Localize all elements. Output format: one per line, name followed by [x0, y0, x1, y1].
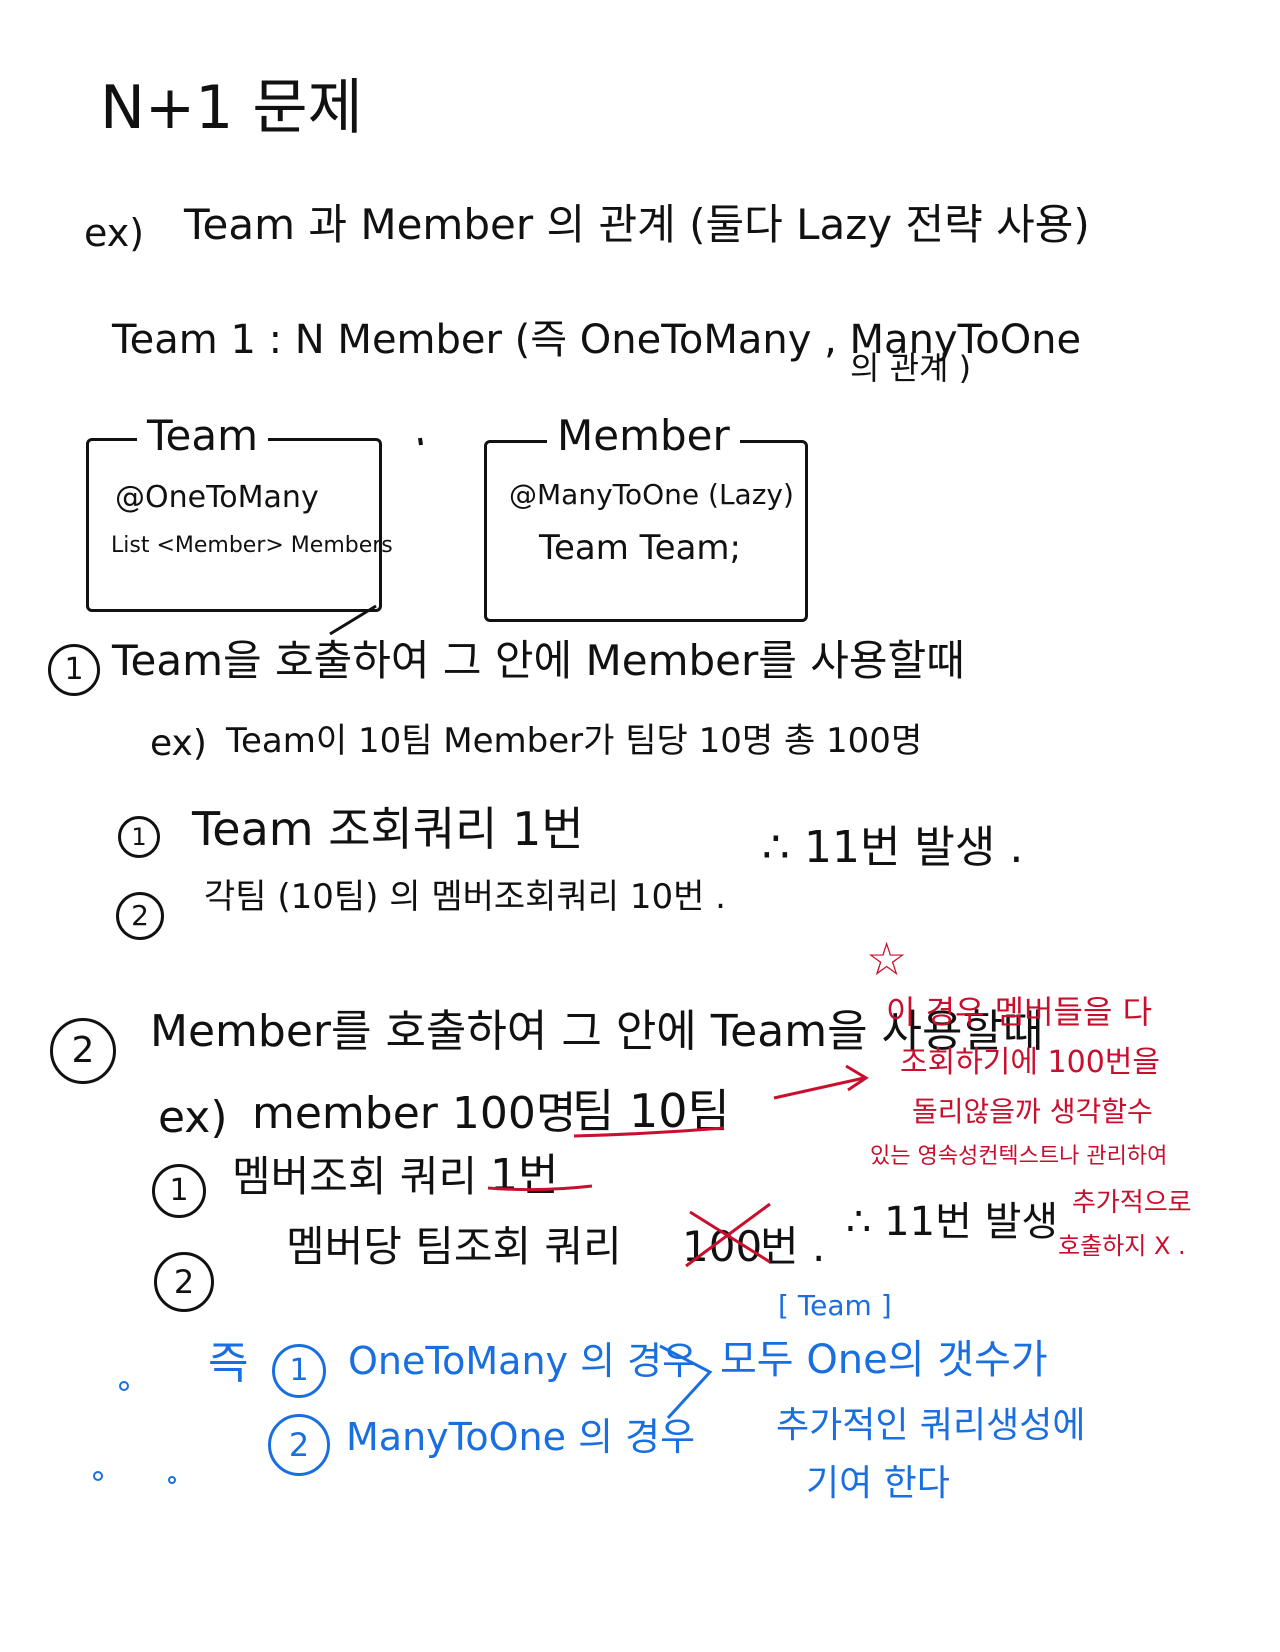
- summary-item2: ManyToOne 의 경우: [346, 1415, 696, 1459]
- case2-step1-number: 1: [152, 1164, 206, 1218]
- summary-line-2: 추가적인 쿼리생성에: [776, 1405, 1086, 1446]
- case2-heading: Member를 호출하여 그 안에 Team을 사용할때: [150, 1006, 1044, 1057]
- member-entity-box: Member @ManyToOne (Lazy) Team Team;: [484, 415, 808, 622]
- page-title: N+1 문제: [100, 73, 363, 143]
- case2-step1-count: 1번: [490, 1150, 559, 1201]
- case2-ex-text: member 100명: [252, 1088, 577, 1139]
- case2-step2-struck: 100: [682, 1222, 763, 1271]
- red-note-line-1: 이 경우 멤버들을 다: [886, 993, 1153, 1031]
- case1-step1-number: 1: [118, 816, 160, 858]
- case2-step2: 멤버당 팀조회 쿼리: [286, 1222, 622, 1271]
- member-box-title: Member: [547, 415, 740, 457]
- red-note-line-4: 있는 영속성컨텍스트나 관리하여: [870, 1144, 1168, 1169]
- summary-item2-number: 2: [268, 1414, 330, 1476]
- case2-step1: 멤버조회 쿼리: [232, 1152, 478, 1201]
- case2-team-count: 팀 10팀: [572, 1084, 730, 1138]
- case2-result: ∴ 11번 발생: [846, 1199, 1059, 1245]
- ex-relation-text: Team 과 Member 의 관계 (둘다 Lazy 전략 사용): [184, 200, 1090, 249]
- member-box-annotation: @ManyToOne (Lazy): [509, 478, 794, 511]
- team-entity-box: Team @OneToMany List <Member> Members: [86, 415, 393, 612]
- case1-step1: Team 조회쿼리 1번: [192, 802, 584, 856]
- red-note-line-3: 돌리않을까 생각할수: [912, 1095, 1153, 1128]
- case1-ex-text: Team이 10팀 Member가 팀당 10명 총 100명: [226, 721, 923, 761]
- blue-dot: [168, 1476, 176, 1484]
- team-box-field: List <Member> Members: [111, 533, 393, 558]
- blue-dot: [119, 1381, 129, 1391]
- red-note-line-2: 조회하기에 100번을: [900, 1045, 1160, 1080]
- case1-step2-number: 2: [116, 892, 164, 940]
- case1-step2: 각팀 (10팀) 의 멤버조회쿼리 10번 .: [204, 877, 726, 917]
- relation-line-cont: 의 관계 ): [850, 349, 972, 387]
- ex-prefix: ex): [84, 211, 145, 255]
- case2-ex-prefix: ex): [158, 1092, 228, 1143]
- team-box-annotation: @OneToMany: [115, 480, 319, 515]
- summary-item1: OneToMany 의 경우: [348, 1339, 698, 1383]
- summary-line-3: 기여 한다: [806, 1463, 950, 1504]
- red-arrow: [773, 1076, 865, 1100]
- case2-step2-number: 2: [154, 1252, 214, 1312]
- case1-result: ∴ 11번 발생 .: [762, 822, 1024, 873]
- summary-line-1: 모두 One의 갯수가: [720, 1337, 1048, 1383]
- star-icon: ☆: [866, 932, 908, 986]
- team-box-title: Team: [137, 415, 269, 457]
- red-note-line-6: 호출하지 X .: [1058, 1232, 1186, 1260]
- red-note-line-5: 추가적으로: [1072, 1188, 1192, 1218]
- box-divider-dot: [418, 437, 423, 446]
- member-box-field: Team Team;: [539, 528, 741, 568]
- summary-team-label: [ Team ]: [778, 1289, 892, 1322]
- case2-step2-end: 번 .: [760, 1222, 826, 1271]
- summary-item1-number: 1: [272, 1344, 326, 1398]
- case1-number: 1: [48, 644, 100, 696]
- red-arrow-head: [845, 1064, 869, 1092]
- case2-number: 2: [50, 1018, 116, 1084]
- summary-prefix: 즉: [208, 1338, 249, 1389]
- case1-heading: Team을 호출하여 그 안에 Member를 사용할때: [112, 636, 965, 685]
- blue-dot: [93, 1471, 103, 1481]
- relation-line: Team 1 : N Member (즉 OneToMany , ManyToO…: [112, 317, 1082, 363]
- case1-ex-prefix: ex): [150, 723, 207, 764]
